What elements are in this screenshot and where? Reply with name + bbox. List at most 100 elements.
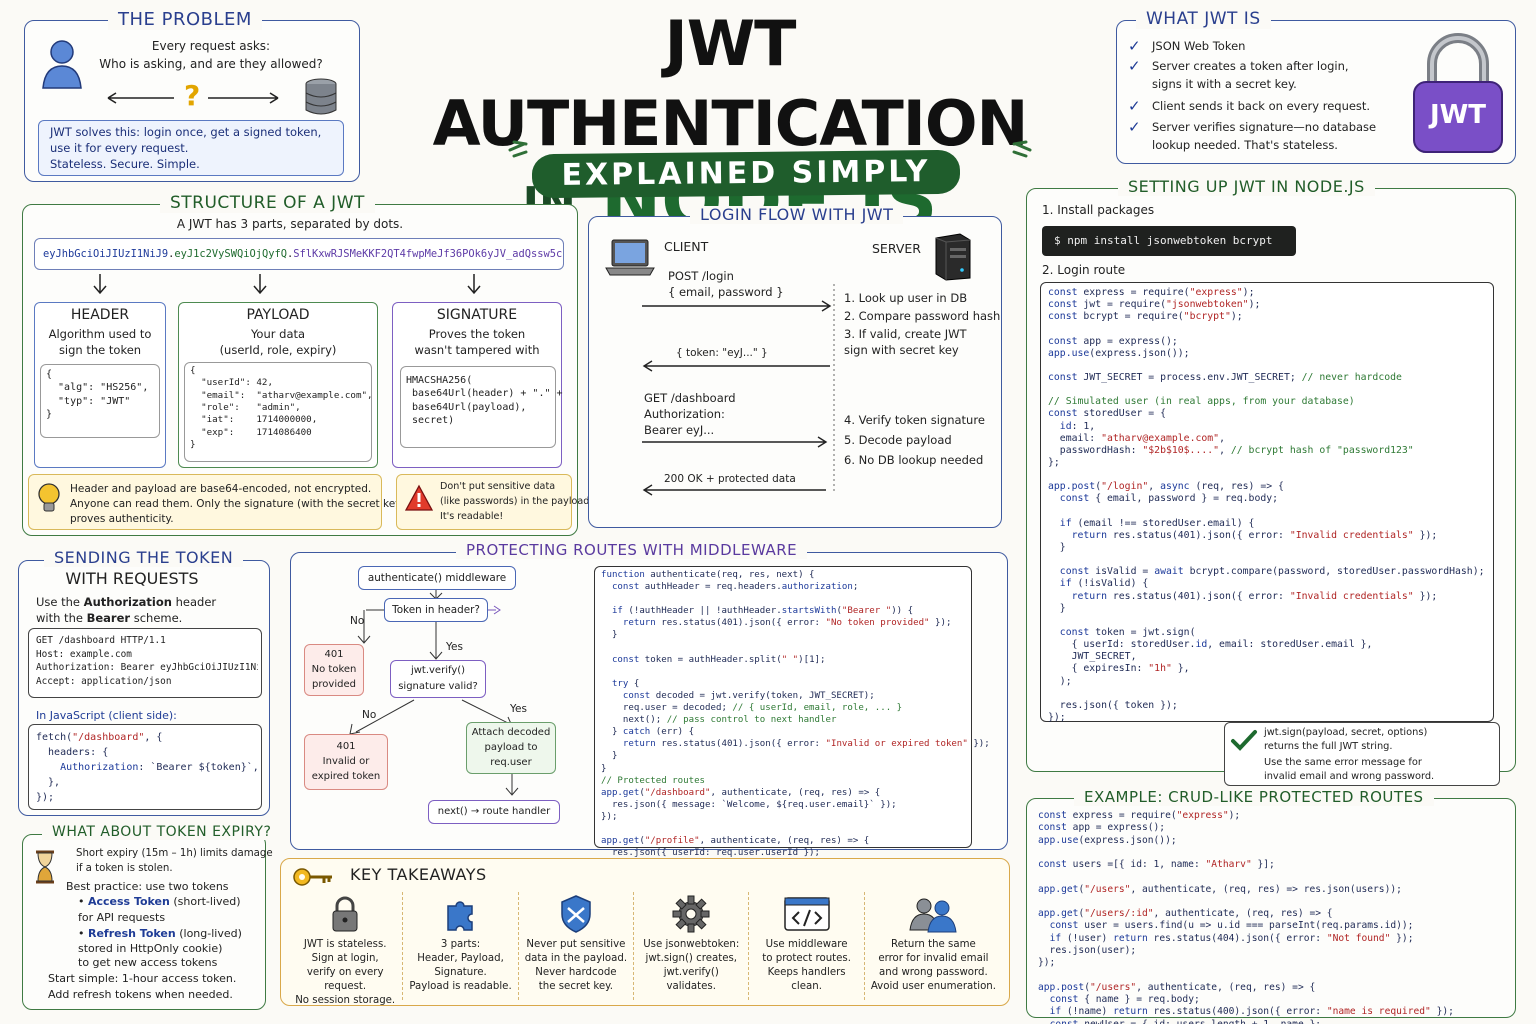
takeaways-panel — [280, 858, 1010, 1006]
what-item-3: Client sends it back on every request. — [1152, 99, 1371, 113]
header-card-desc1: Algorithm used to — [48, 327, 152, 341]
expiry-line2: if a token is stolen. — [76, 863, 173, 874]
sending-desc-1: Use the Authorization header — [36, 595, 217, 609]
encoding-note-2: Anyone can read them. Only the signature… — [70, 498, 406, 510]
takeaway-card: Never put sensitive data in the payload.… — [519, 892, 635, 1000]
setup-note-1: jwt.sign(payload, secret, options) — [1264, 727, 1428, 738]
flow-arrows — [642, 300, 832, 496]
signature-card-desc1: Proves the token — [428, 327, 526, 341]
no-label-1: No — [350, 615, 365, 627]
login-step-1: 1. Look up user in DB — [844, 291, 968, 305]
subtitle-banner: EXPLAINED SIMPLY — [531, 149, 961, 199]
problem-ask2: Who is asking, and are they allowed? — [99, 57, 323, 71]
next-handler-node: next() → route handler — [428, 800, 560, 824]
key-icon — [293, 868, 332, 886]
takeaway-card: 3 parts: Header, Payload, Signature. Pay… — [403, 892, 519, 1000]
header-card-title: HEADER — [70, 307, 130, 323]
attach-2: payload to — [484, 742, 538, 753]
encoding-note-1: Header and payload are base64-encoded, n… — [70, 483, 372, 495]
hourglass-icon — [36, 850, 54, 884]
sending-title-1: SENDING THE TOKEN — [44, 549, 244, 567]
expiry-start1: Start simple: 1-hour access token. — [48, 972, 237, 985]
leaf-decoration-icon — [508, 140, 1032, 158]
expiry-access: • Access Token (short-lived) — [78, 895, 241, 908]
error-no-token-node — [304, 644, 364, 696]
ok-response: 200 OK + protected data — [664, 473, 796, 485]
users-icon — [909, 898, 957, 933]
expiry-best: Best practice: use two tokens — [66, 880, 229, 893]
error-invalid-node — [304, 734, 388, 790]
token-string-box: eyJhbGciOiJIUzI1NiJ9.eyJ1c2VySWQiOjQyfQ.… — [34, 238, 564, 270]
padlock-label: JWT — [1429, 100, 1487, 130]
login-step-5: 5. Decode payload — [844, 433, 952, 447]
yes-label-2: Yes — [510, 703, 527, 715]
expiry-panel — [22, 834, 266, 1010]
expiry-start2: Add refresh tokens when needed. — [48, 988, 233, 1001]
error-no-token-text1: No token — [311, 664, 357, 675]
setup-note-4: invalid email and wrong password. — [1264, 771, 1435, 782]
header-code-box — [40, 364, 160, 438]
header-card-desc2: sign the token — [58, 343, 142, 357]
verify-node-1: jwt.verify() — [410, 665, 466, 676]
database-icon — [305, 78, 337, 115]
what-item-4a: Server verifies signature—no database — [1152, 120, 1377, 134]
padlock-icon — [1413, 33, 1503, 153]
yes-label-1: Yes — [446, 641, 463, 653]
client-label: CLIENT — [664, 239, 709, 254]
login-step-2: 2. Compare password hash — [844, 309, 1001, 323]
sending-desc-2: with the Bearer scheme. — [36, 611, 183, 625]
sending-title-2: WITH REQUESTS — [65, 569, 199, 588]
takeaways-grid: JWT is stateless. Sign at login, verify … — [288, 892, 1002, 1006]
token-payload-part: eyJ1c2VySWQiOjQyfQ — [174, 248, 287, 260]
problem-solution-1: JWT solves this: login once, get a signe… — [50, 125, 322, 139]
what-item-1: JSON Web Token — [1152, 39, 1246, 53]
payload-card-desc2: (userId, role, expiry) — [219, 343, 337, 357]
payload-card-desc1: Your data — [250, 327, 306, 341]
lock-icon — [332, 896, 358, 932]
what-item-4b: lookup needed. That's stateless. — [1152, 138, 1338, 152]
post-body: { email, password } — [668, 285, 784, 299]
expiry-title: WHAT ABOUT TOKEN EXPIRY? — [42, 824, 282, 841]
attach-payload-node — [466, 722, 556, 774]
login-panel — [588, 216, 1002, 528]
payload-code: { "userId": 42, "email": "atharv@example… — [190, 365, 373, 450]
server-icon — [935, 233, 971, 281]
auth-middleware-node: authenticate() middleware — [358, 566, 516, 590]
sensitive-note-1: Don't put sensitive data — [440, 481, 556, 492]
http-request-code: GET /dashboard HTTP/1.1 Host: example.co… — [36, 635, 258, 687]
warning-icon — [404, 484, 434, 511]
problem-solution-2: use it for every request. — [50, 141, 189, 155]
puzzle-icon — [446, 901, 473, 931]
payload-code-box — [184, 362, 372, 462]
token-signature-part: SflKxwRJSMeKKF2QT4fwpMeJf36POk6yJV_adQss… — [293, 248, 563, 260]
token-dot-1: . — [168, 248, 175, 260]
problem-solution-3: Stateless. Secure. Simple. — [50, 157, 200, 171]
install-command: $ npm install jsonwebtoken bcrypt — [1042, 226, 1296, 256]
error-no-token-code: 401 — [324, 649, 344, 660]
get-bearer: Bearer eyJ... — [644, 423, 715, 437]
server-lifeline — [833, 284, 835, 494]
lightbulb-icon — [38, 483, 60, 512]
subtitle-banner-text: EXPLAINED SIMPLY — [561, 154, 931, 193]
laptop-icon — [605, 239, 655, 276]
header-code: { "alg": "HS256", "typ": "JWT" } — [46, 369, 149, 421]
takeaways-title: KEY TAKEAWAYS — [350, 865, 487, 884]
login-step-6: 6. No DB lookup needed — [844, 453, 984, 467]
server-label: SERVER — [872, 241, 921, 256]
sensitive-note-2: (like passwords) in the payload. — [440, 496, 593, 507]
error-invalid-text2: expired token — [311, 771, 381, 782]
crud-code: const express = require("express"); cons… — [1038, 810, 1454, 1024]
encoding-note-3: proves authenticity. — [70, 513, 174, 525]
crud-title: EXAMPLE: CRUD-LIKE PROTECTED ROUTES — [1074, 789, 1434, 806]
expiry-access2: for API requests — [78, 911, 166, 924]
token-response: { token: "eyJ..." } — [676, 347, 768, 359]
title-line1: JWT AUTHENTICATION — [432, 7, 1029, 160]
setup-step2: 2. Login route — [1042, 263, 1126, 277]
expiry-refresh2: stored in HttpOnly cookie) — [78, 942, 223, 955]
setup-note-2: returns the full JWT string. — [1264, 741, 1393, 752]
what-title: WHAT JWT IS — [1136, 10, 1271, 29]
error-invalid-code: 401 — [336, 741, 356, 752]
crud-panel — [1026, 798, 1516, 1018]
shield-icon — [561, 895, 591, 933]
signature-code-box — [400, 366, 556, 448]
